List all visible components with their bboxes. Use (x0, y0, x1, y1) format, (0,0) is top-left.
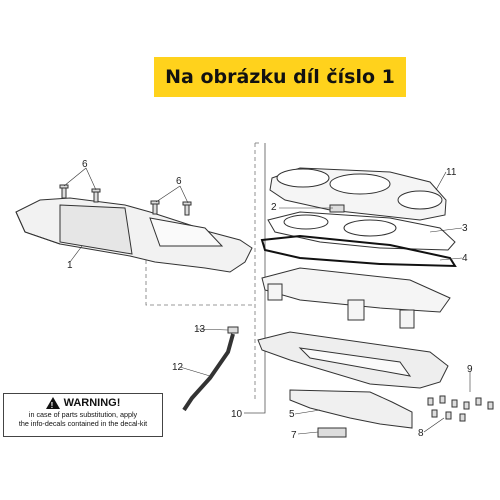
part-5-board (289, 389, 413, 429)
callout-7: 7 (291, 430, 297, 441)
leader-lines (63, 167, 471, 435)
callout-9: 9 (467, 364, 473, 375)
part-11-lens (269, 167, 447, 221)
screws-6 (59, 184, 192, 216)
callout-5: 5 (289, 409, 295, 420)
callout-13: 13 (194, 324, 206, 335)
warning-triangle-icon (45, 397, 60, 413)
assembly-bracket (145, 142, 262, 400)
callout-10: 10 (231, 409, 243, 420)
warning-line-1: in case of parts substitution, apply (28, 410, 138, 419)
part-10-housing (257, 331, 449, 389)
callout-6b: 6 (176, 176, 182, 187)
warning-title: WARNING! (63, 397, 121, 409)
part-13-grommet (227, 326, 239, 334)
warning-box: WARNING! in case of parts substitution, … (3, 393, 163, 437)
part-4-gasket (260, 234, 457, 268)
title-banner: Na obrázku díl číslo 1 (154, 57, 406, 97)
part-1-cover (15, 197, 253, 273)
bulbs-8-9 (427, 395, 494, 422)
part-2-clip (329, 204, 345, 213)
callout-8: 8 (418, 428, 424, 439)
part-12-cable (182, 333, 235, 412)
callout-2: 2 (271, 202, 277, 213)
bracket-line-10 (244, 143, 266, 414)
warning-line-2: the info-decals contained in the decal-k… (18, 419, 148, 428)
callout-11: 11 (446, 167, 457, 178)
banner-text: Na obrázku díl číslo 1 (165, 66, 395, 88)
callout-12: 12 (172, 362, 184, 373)
dial-plate (261, 267, 451, 329)
callout-4: 4 (462, 253, 468, 264)
callout-6a: 6 (82, 159, 88, 170)
part-7-decal (317, 427, 347, 438)
callout-3: 3 (462, 223, 468, 234)
warning-title-row: WARNING! (4, 396, 162, 413)
callout-1: 1 (67, 260, 73, 271)
